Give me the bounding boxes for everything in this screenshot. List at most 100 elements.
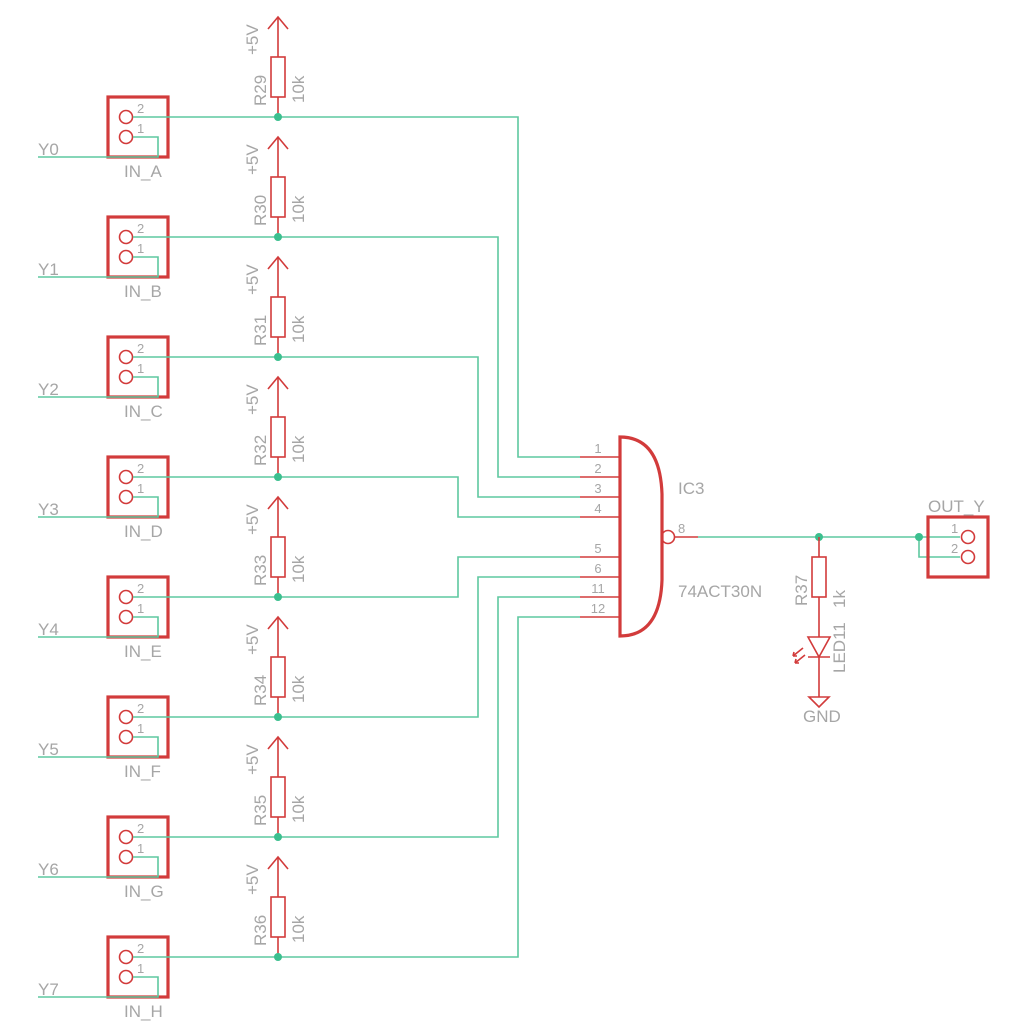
connector-name: IN_C	[124, 402, 163, 421]
net-wire	[38, 496, 159, 518]
supply-label: +5V	[243, 384, 262, 415]
junction-dot	[274, 593, 282, 601]
gate-output-pin-label: 8	[678, 521, 685, 536]
junction-dot	[274, 233, 282, 241]
input-channel: 2 1IN_G Y6 +5V R35 10k	[38, 596, 580, 901]
signal-wire	[133, 596, 580, 838]
pullup-resistor[interactable]: +5V R30 10k	[243, 135, 308, 237]
supply-arrow-icon	[267, 495, 289, 510]
net-wire	[38, 736, 159, 758]
signal-wire	[133, 556, 580, 598]
connector-name: IN_G	[124, 882, 164, 901]
supply-label: +5V	[243, 864, 262, 895]
input-connector[interactable]: 2 1IN_F	[106, 695, 170, 781]
pullup-resistor[interactable]: +5V R34 10k	[243, 615, 308, 717]
signal-wire	[133, 616, 580, 958]
resistor-name: R30	[251, 195, 270, 226]
output-connector-name: OUT_Y	[928, 497, 985, 516]
resistor-value: 10k	[289, 555, 308, 583]
gate-pin-label: 5	[594, 541, 601, 556]
led-icon	[806, 636, 832, 659]
gate-pin-label: 4	[594, 501, 601, 516]
connector-pin-2-label: 2	[137, 701, 144, 716]
net-label: Y6	[38, 860, 59, 879]
supply-arrow-icon	[267, 375, 289, 390]
supply-label: +5V	[243, 744, 262, 775]
junction-dot	[274, 953, 282, 961]
resistor-name: R29	[251, 75, 270, 106]
net-wire	[38, 256, 159, 278]
gate-pin-label: 3	[594, 481, 601, 496]
light-rays-icon	[792, 647, 806, 664]
connector-pin-1-label: 1	[137, 361, 144, 376]
supply-arrow-icon	[267, 255, 289, 270]
connector-pin-1-label: 1	[137, 121, 144, 136]
resistor-value: 10k	[289, 195, 308, 223]
junction-dot	[274, 473, 282, 481]
supply-label: +5V	[243, 264, 262, 295]
net-label: Y7	[38, 980, 59, 999]
junction-dot	[274, 713, 282, 721]
input-connector[interactable]: 2 1IN_G	[106, 815, 170, 901]
net-label: Y2	[38, 380, 59, 399]
resistor-value: 10k	[289, 675, 308, 703]
junction-dot	[915, 533, 923, 541]
gate-pin-label: 12	[591, 601, 605, 616]
supply-arrow-icon	[267, 135, 289, 150]
net-label: Y4	[38, 620, 59, 639]
net-label: Y3	[38, 500, 59, 519]
connector-pin-1-label: 1	[137, 721, 144, 736]
connector-pin-1-label: 1	[137, 601, 144, 616]
connector-name: IN_A	[124, 162, 162, 181]
output-bridge-wire	[918, 537, 960, 558]
ground-label: GND	[803, 707, 841, 726]
junction-dot	[274, 833, 282, 841]
signal-wire	[133, 476, 580, 518]
r37-name: R37	[792, 575, 811, 606]
gate-pin-label: 1	[594, 441, 601, 456]
connector-pin-2-label: 2	[137, 101, 144, 116]
output-pin-2-label: 2	[951, 541, 958, 556]
supply-label: +5V	[243, 144, 262, 175]
supply-arrow-icon	[267, 15, 289, 30]
gate-pin-label: 11	[591, 581, 605, 596]
nand-gate-ic3[interactable]: 8 IC3 74ACT30N	[618, 435, 762, 638]
input-connector[interactable]: 2 1IN_A	[106, 95, 170, 181]
connector-pin-2-label: 2	[137, 221, 144, 236]
resistor-name: R34	[251, 675, 270, 706]
connector-pin-2-label: 2	[137, 821, 144, 836]
connector-name: IN_D	[124, 522, 163, 541]
connector-pin-1-label: 1	[137, 481, 144, 496]
indicator-circuit[interactable]: R37 1k LED11 GND	[792, 537, 849, 726]
resistor-value: 10k	[289, 915, 308, 943]
pullup-resistor[interactable]: +5V R32 10k	[243, 375, 308, 477]
signal-wire	[133, 576, 580, 718]
resistor-name: R35	[251, 795, 270, 826]
resistor-value: 10k	[289, 435, 308, 463]
connector-name: IN_E	[124, 642, 162, 661]
connector-pin-1-label: 1	[137, 841, 144, 856]
output-connector[interactable]: OUT_Y 1 2	[926, 497, 990, 579]
connector-name: IN_F	[124, 762, 161, 781]
gate-pin-label: 2	[594, 461, 601, 476]
r37-value: 1k	[830, 590, 849, 608]
supply-label: +5V	[243, 624, 262, 655]
resistor-name: R32	[251, 435, 270, 466]
resistor-value: 10k	[289, 75, 308, 103]
